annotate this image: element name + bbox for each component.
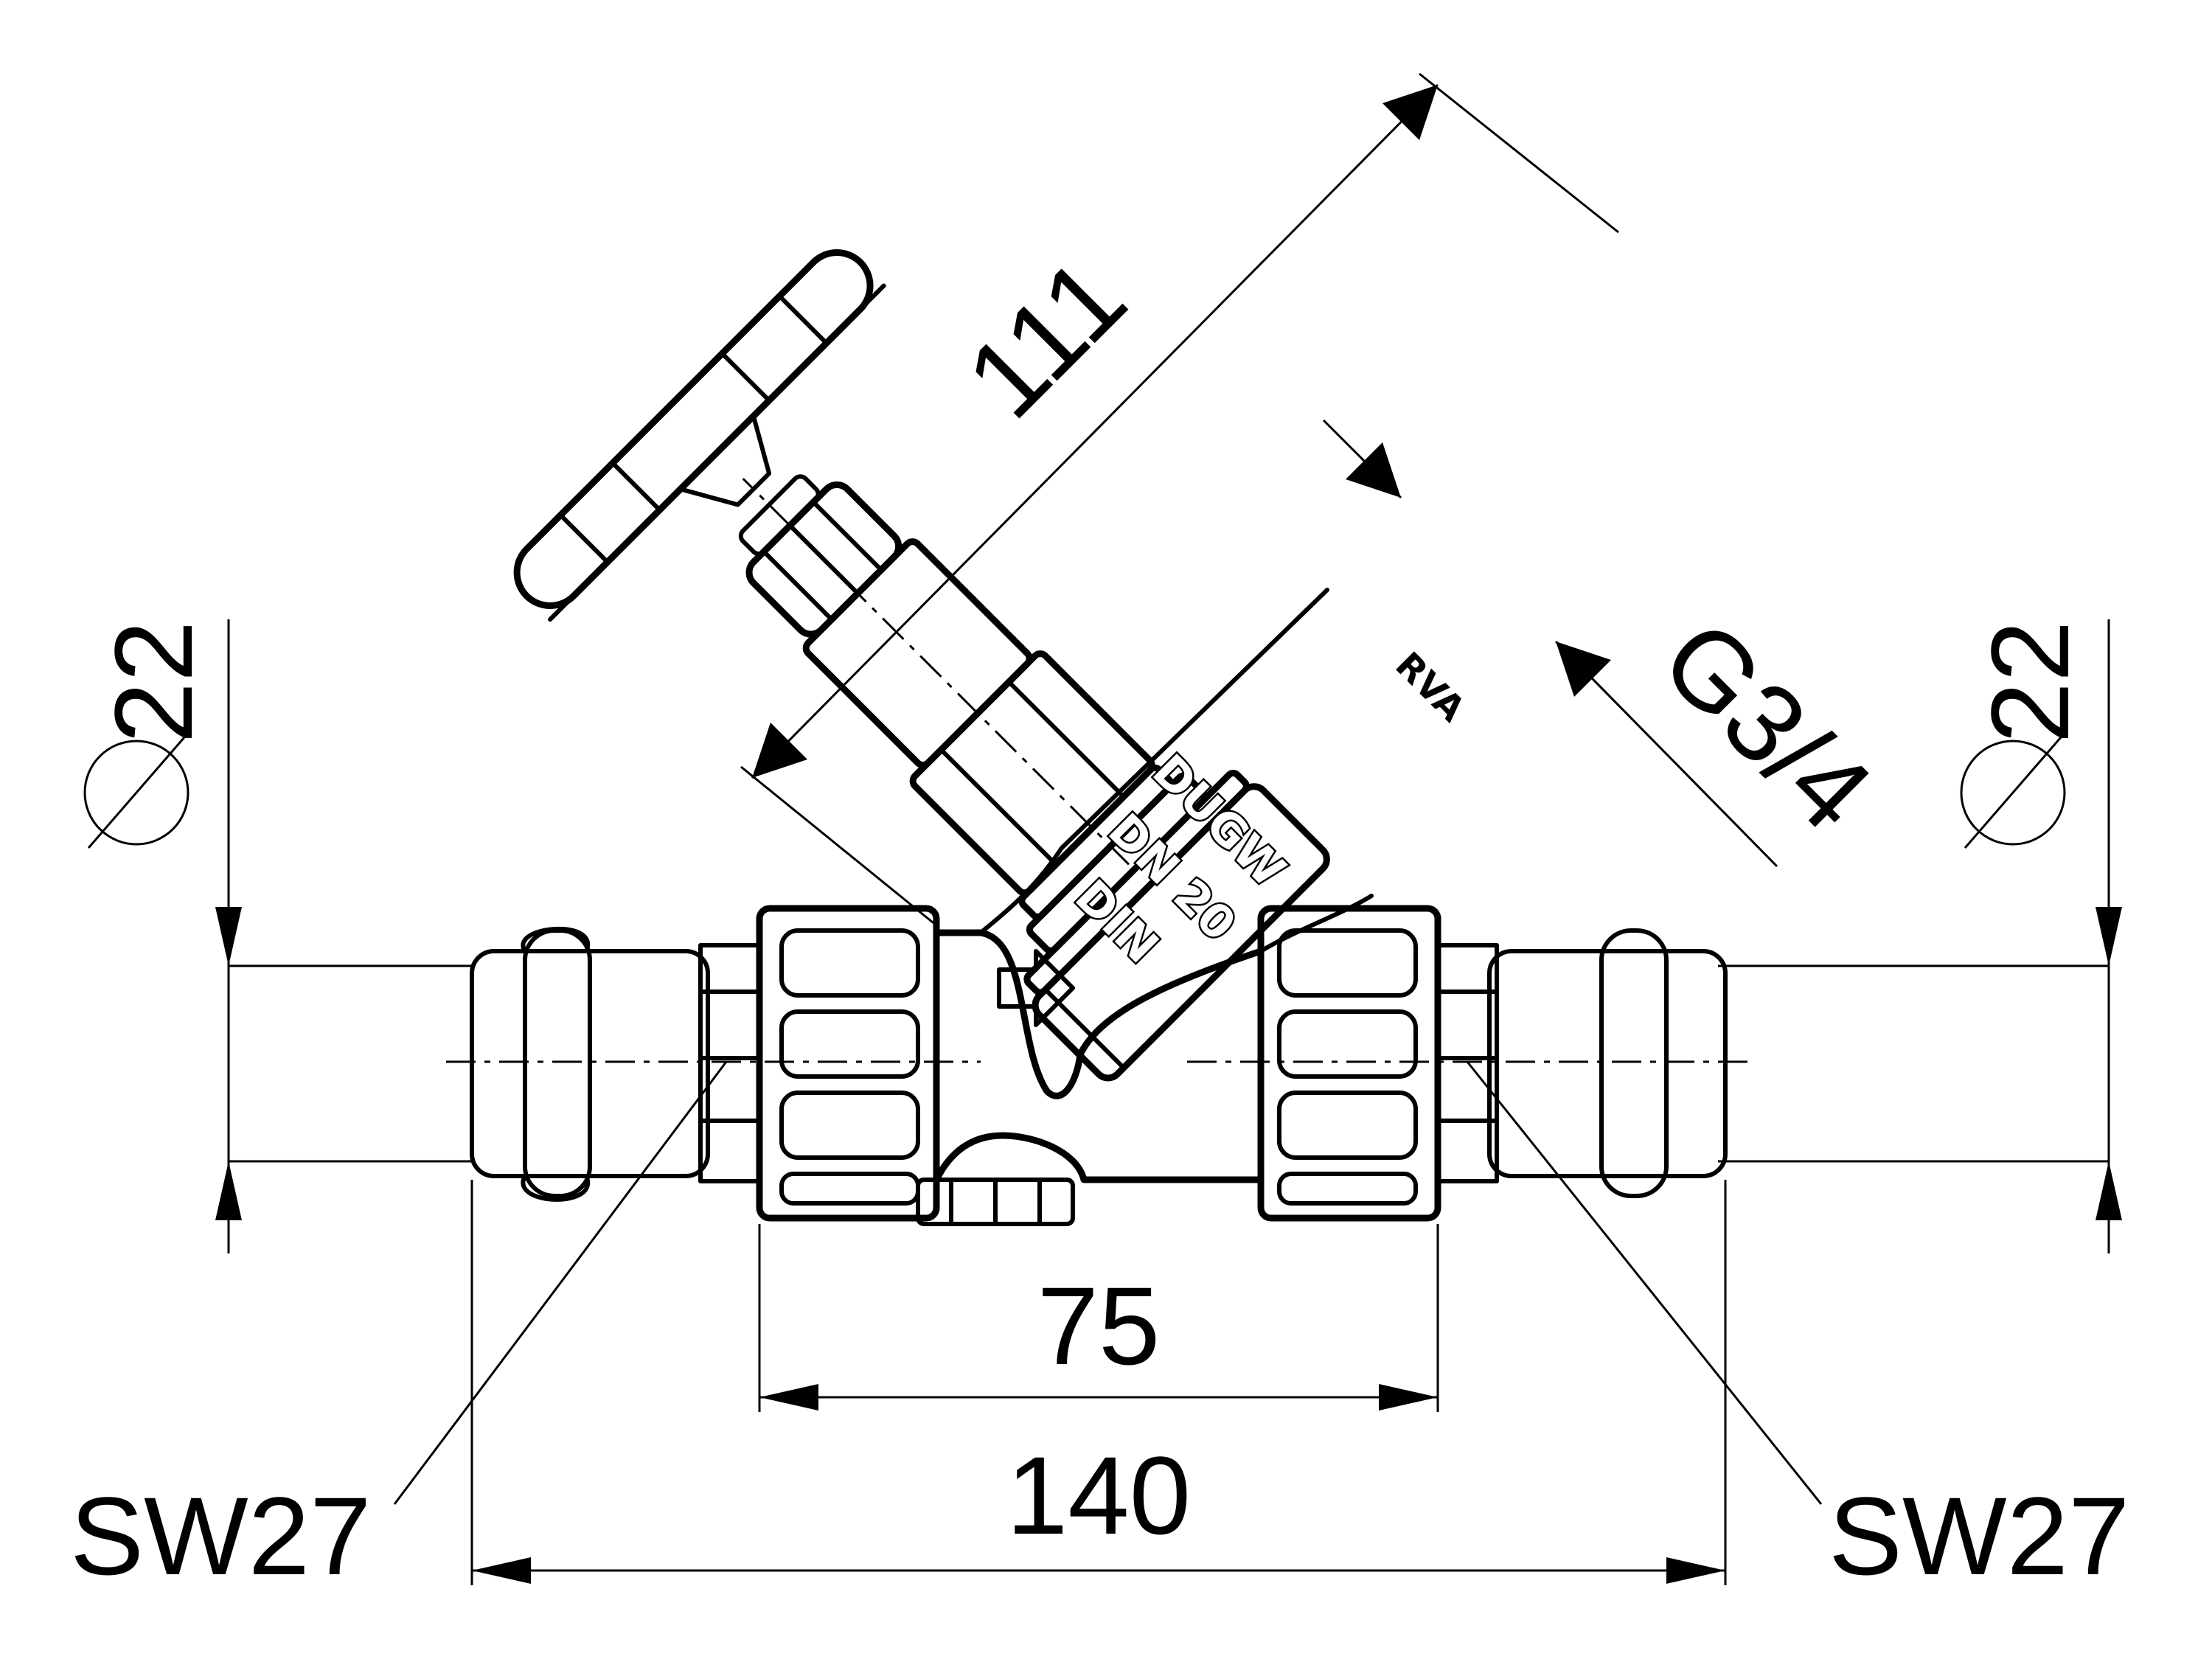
left-press-fitting <box>229 926 762 1202</box>
dimension-111 <box>740 72 1619 927</box>
dimension-dia22-left <box>83 619 242 1253</box>
leader-sw27-left <box>393 1061 728 1505</box>
dimension-140 <box>470 1180 1727 1585</box>
right-press-fitting <box>1436 928 2109 1198</box>
dimension-111-label: 111 <box>942 234 1149 441</box>
leader-sw27-right <box>1466 1061 1823 1505</box>
dimension-dia22-right-label: 22 <box>1968 621 2092 744</box>
dimension-dia22-right <box>1960 619 2122 1253</box>
dimension-140-label: 140 <box>1006 1433 1191 1557</box>
bonnet-assembly <box>513 249 1330 1082</box>
dimension-dia22-left-label: 22 <box>91 621 215 744</box>
left-union-nut <box>756 905 940 1222</box>
dimension-g34 <box>1322 419 1778 868</box>
dimension-75 <box>758 1224 1439 1412</box>
marking-rva: RVA <box>1388 644 1473 730</box>
sw27-left-label: SW27 <box>70 1474 371 1598</box>
right-union-nut <box>1257 905 1441 1222</box>
dimension-g34-label: G3/4 <box>1638 597 1896 854</box>
dimension-75-label: 75 <box>1037 1264 1161 1388</box>
sw27-right-label: SW27 <box>1829 1474 2129 1598</box>
